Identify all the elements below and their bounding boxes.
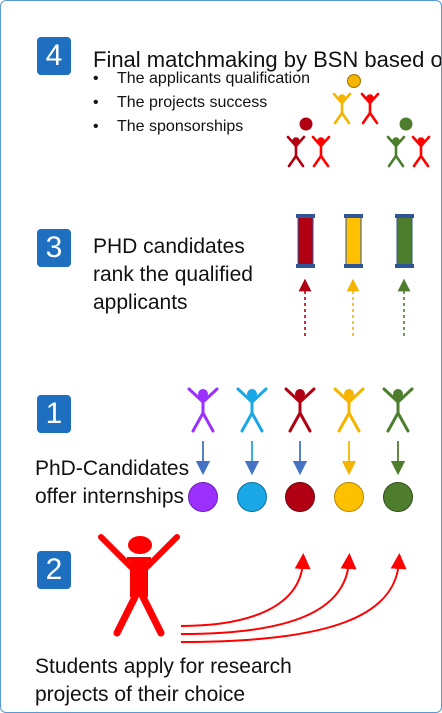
apply-arrow bbox=[180, 553, 357, 635]
step-2-line-2: projects of their choice bbox=[35, 683, 246, 706]
gold-stick-figure-icon bbox=[333, 387, 365, 433]
step-3-line-3: applicants bbox=[93, 291, 188, 314]
bullet-projects-success: The projects success bbox=[89, 91, 310, 115]
gold-circle-icon bbox=[347, 74, 361, 88]
step-1-text: PhD-Candidates offer internships bbox=[35, 455, 189, 511]
purple-stick-figure-icon bbox=[187, 387, 219, 433]
green-stick-figure-icon bbox=[382, 387, 414, 433]
red-stick-figure-icon bbox=[311, 135, 331, 168]
step-2-badge: 2 bbox=[37, 551, 71, 589]
apply-arrow bbox=[180, 553, 311, 627]
project-circle-icon bbox=[285, 482, 315, 512]
step-3-badge: 3 bbox=[37, 229, 71, 267]
red-stick-figure-icon bbox=[360, 92, 380, 125]
bullet-qualification: The applicants qualification bbox=[89, 67, 310, 91]
dark-red-stick-figure-icon bbox=[284, 387, 316, 433]
project-circle-icon bbox=[237, 482, 267, 512]
gold-stick-figure-icon bbox=[332, 92, 352, 125]
dark-red-circle-icon bbox=[299, 117, 313, 131]
red-stick-figure-icon bbox=[411, 135, 431, 168]
step-4-badge: 4 bbox=[37, 37, 71, 75]
project-circle-icon bbox=[334, 482, 364, 512]
ranking-column-icon bbox=[296, 214, 315, 268]
project-circle-icon bbox=[188, 482, 218, 512]
cyan-stick-figure-icon bbox=[236, 387, 268, 433]
step-3-line-1: PHD candidates bbox=[93, 235, 245, 258]
step-1-badge: 1 bbox=[37, 395, 71, 433]
green-circle-icon bbox=[399, 117, 413, 131]
project-circle-icon bbox=[383, 482, 413, 512]
dark-red-stick-figure-icon bbox=[286, 135, 306, 168]
apply-arrow bbox=[180, 553, 407, 643]
step-3-text: PHD candidates rank the qualified applic… bbox=[93, 233, 253, 317]
step-1-line-2: offer internships bbox=[35, 485, 185, 508]
ranking-column-icon bbox=[395, 214, 414, 268]
bullet-sponsorships: The sponsorships bbox=[89, 115, 310, 139]
step-2-text: Students apply for research projects of … bbox=[35, 653, 292, 709]
student-stick-figure-icon bbox=[98, 534, 180, 637]
step-2-line-1: Students apply for research bbox=[35, 655, 292, 678]
green-stick-figure-icon bbox=[386, 135, 406, 168]
step-1-line-1: PhD-Candidates bbox=[35, 457, 190, 480]
step-3-line-2: rank the qualified bbox=[93, 263, 253, 286]
step-4-bullets: The applicants qualification The project… bbox=[89, 67, 310, 139]
ranking-column-icon bbox=[344, 214, 363, 268]
